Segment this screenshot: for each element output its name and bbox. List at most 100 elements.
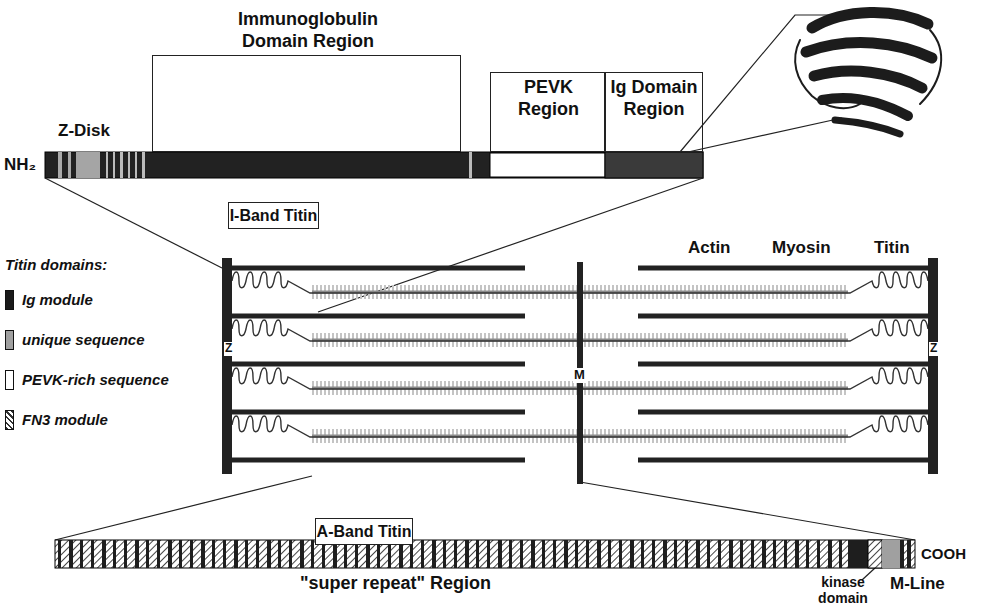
kinase-domain (868, 540, 882, 568)
part-label: NH₂ (4, 155, 36, 175)
illustration-shape (580, 482, 915, 540)
ig-module (212, 540, 215, 568)
ig-domain-ribbon (795, 12, 941, 134)
legend-swatch (5, 330, 14, 350)
part-label: Actin (688, 238, 731, 258)
a-band-bar (55, 540, 915, 568)
titin-strand (580, 272, 928, 293)
ig-module (201, 540, 205, 568)
ig-module (498, 540, 502, 568)
ig-module (58, 540, 61, 568)
node-text: Immunoglobulin Domain Region (223, 9, 393, 52)
part-label: Myosin (772, 238, 831, 258)
ig-module (267, 540, 271, 568)
unique-sequence (882, 540, 900, 568)
actin-filament (232, 314, 525, 319)
illustration-shape (55, 476, 312, 540)
actin-filament (638, 410, 928, 415)
titin-strand (580, 320, 928, 341)
ig-module (509, 540, 512, 568)
ig-module (102, 540, 106, 568)
z-disc (928, 258, 938, 474)
ig-module (311, 540, 314, 568)
ig-module (91, 540, 94, 568)
titin-strand (232, 320, 580, 341)
illustration-shape (45, 152, 703, 178)
ig-module (608, 540, 611, 568)
ig-module (146, 540, 149, 568)
part-label: kinase domain (812, 574, 874, 606)
m-line-label: M (573, 368, 586, 383)
titin-strand (232, 416, 580, 437)
ig-module (619, 540, 622, 568)
illustration-shape (814, 71, 922, 88)
legend-text: unique sequence (22, 331, 145, 348)
ig-module (900, 540, 904, 568)
node-text: A-Band Titin (316, 522, 412, 541)
ig-module (256, 540, 259, 568)
ig-module (597, 540, 601, 568)
illustration-shape (469, 152, 472, 178)
part-label: Z-Disk (58, 121, 110, 141)
ig-module (113, 540, 116, 568)
ig-module (586, 540, 589, 568)
z-disc-label: Z (929, 342, 938, 356)
ig-module (289, 540, 292, 568)
illustration-shape (605, 152, 703, 178)
titin-strand (232, 368, 580, 389)
titin-strand (580, 368, 928, 389)
illustration-shape (76, 152, 100, 178)
ig-module (751, 540, 754, 568)
ig-module (806, 540, 809, 568)
illustration-shape (55, 540, 915, 568)
ig-module (520, 540, 523, 568)
ig-module (278, 540, 281, 568)
ig-module (762, 540, 766, 568)
titin-strand (580, 416, 928, 437)
ig-module (124, 540, 127, 568)
ig-module (773, 540, 776, 568)
region-box: Immunoglobulin Domain Region (152, 55, 461, 152)
band-label-box: A-Band Titin (315, 518, 413, 545)
ig-module (740, 540, 743, 568)
legend-text: PEVK-rich sequence (22, 371, 169, 388)
ig-module (828, 540, 832, 568)
legend-swatch (5, 290, 14, 310)
ig-module (564, 540, 568, 568)
legend-swatch (5, 410, 14, 430)
ig-module (696, 540, 700, 568)
ig-module (432, 540, 436, 568)
illustration-shape (680, 15, 835, 152)
ig-module (487, 540, 490, 568)
ig-module (454, 540, 457, 568)
actin-filament (638, 362, 928, 367)
ig-module (443, 540, 446, 568)
actin-filament (232, 266, 525, 271)
ig-module (157, 540, 160, 568)
ig-module (839, 540, 842, 568)
actin-filament (232, 410, 525, 415)
ig-module (223, 540, 226, 568)
node-text: Ig Domain Region (606, 77, 702, 120)
node-text: PEVK Region (511, 77, 586, 120)
ig-module (685, 540, 688, 568)
ig-module (718, 540, 721, 568)
ig-module (630, 540, 634, 568)
ig-module (69, 540, 73, 568)
ig-module (817, 540, 820, 568)
node-text: I-Band Titin (229, 206, 318, 225)
ig-module (234, 540, 238, 568)
illustration-shape (45, 178, 222, 268)
illustration-shape (68, 152, 71, 178)
z-disc (222, 258, 232, 474)
ig-module (707, 540, 710, 568)
illustration-shape (58, 152, 62, 178)
illustration-shape (128, 152, 130, 178)
ig-module (729, 540, 733, 568)
part-label: Titin domains: (5, 256, 107, 273)
ig-module (300, 540, 304, 568)
illustration-shape (106, 152, 108, 178)
illustration-shape (135, 152, 137, 178)
